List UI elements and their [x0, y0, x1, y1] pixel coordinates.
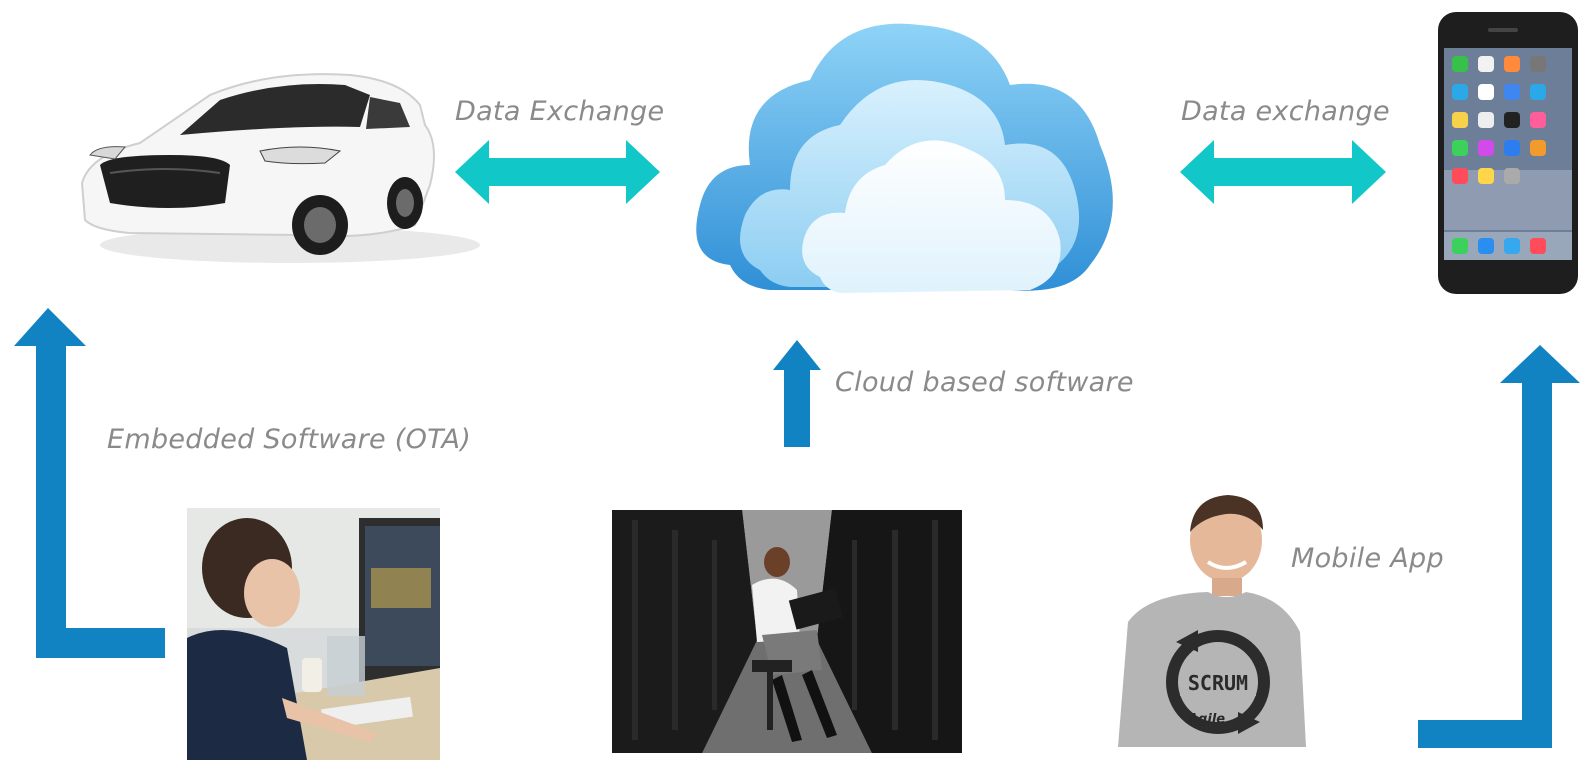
data-exchange-right-label: Data exchange: [1181, 96, 1390, 127]
agile-shirt-text: Agile: [1187, 712, 1225, 727]
scrum-shirt-text: SCRUM: [1188, 671, 1248, 695]
data-exchange-left-label: Data Exchange: [455, 96, 665, 127]
car-image: [70, 55, 490, 270]
developer-desk-photo: [187, 508, 440, 760]
mobile-app-label: Mobile App: [1291, 543, 1444, 574]
data-exchange-arrow-left: [455, 140, 660, 204]
cloud-image: [690, 15, 1120, 305]
mobile-app-arrow: [1410, 345, 1590, 748]
cloud-software-label: Cloud based software: [835, 367, 1134, 398]
scrum-tshirt-person-photo: SCRUM Agile: [1108, 492, 1306, 747]
embedded-software-label: Embedded Software (OTA): [107, 424, 472, 455]
cloud-software-arrow: [772, 340, 822, 447]
data-exchange-arrow-right: [1180, 140, 1386, 204]
embedded-software-arrow: [10, 308, 170, 660]
datacenter-photo: [612, 510, 962, 753]
smartphone-image: [1430, 10, 1580, 300]
